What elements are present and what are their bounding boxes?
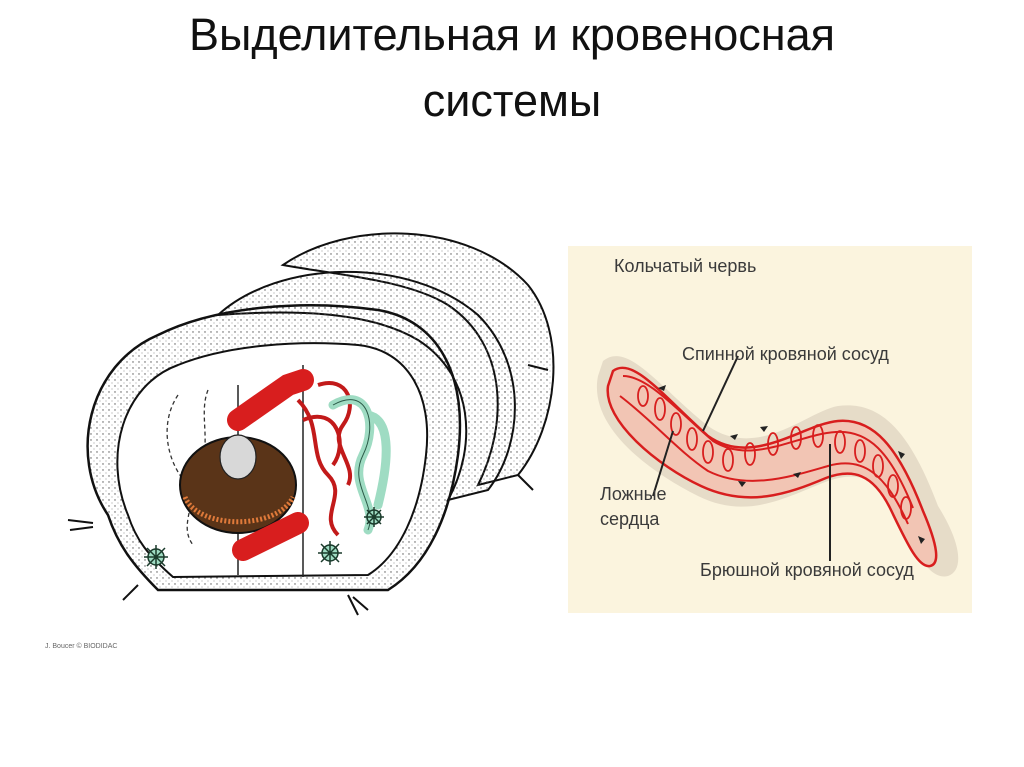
segment-drawing	[67, 232, 555, 616]
worm-body	[606, 366, 938, 568]
label-false-hearts-line-2: сердца	[600, 509, 660, 529]
label-worm-title: Кольчатый червь	[614, 256, 757, 276]
segment-cross-section-illustration	[48, 205, 568, 635]
intestine-lumen	[219, 434, 257, 480]
annelid-circulatory-diagram: Кольчатый червь Спинной кровяной сосуд Л…	[568, 246, 972, 613]
pointer-dorsal	[702, 355, 739, 432]
worm-drawing	[596, 355, 959, 577]
illustration-credit: J. Boucer © BIODIDAC	[45, 643, 118, 650]
ventral-vessel-line	[619, 395, 909, 525]
nephrostome-1	[144, 545, 168, 569]
flow-arrows	[658, 385, 925, 544]
false-hearts	[637, 385, 912, 520]
intestine-wall-rim	[182, 495, 296, 525]
title-line-2: системы	[422, 75, 602, 126]
dorsal-blood-vessel	[227, 369, 314, 431]
title-line-1: Выделительная и кровеносная	[188, 9, 836, 60]
label-dorsal-vessel: Спинной кровяной сосуд	[682, 344, 889, 364]
label-ventral-vessel: Брюшной кровяной сосуд	[700, 560, 914, 580]
pointer-hearts	[652, 430, 674, 497]
nephrostome-2	[318, 541, 342, 565]
ventral-blood-vessel	[232, 512, 309, 561]
capillaries	[296, 381, 352, 537]
nephrostome-3	[364, 507, 384, 527]
setae	[67, 364, 549, 616]
nephridium-green-outline	[332, 399, 371, 531]
label-false-hearts-line-1: Ложные	[600, 484, 667, 504]
page-title: Выделительная и кровеносная системы	[0, 2, 1024, 134]
dorsal-vessel-line	[622, 375, 914, 509]
